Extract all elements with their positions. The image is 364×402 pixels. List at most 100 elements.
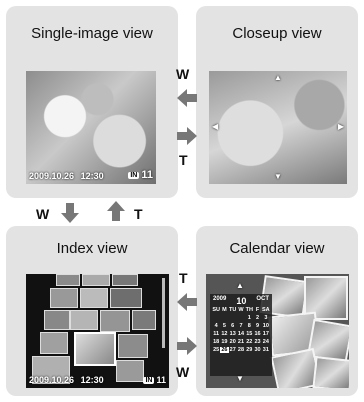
calendar-weekday: TH — [245, 307, 253, 313]
calendar-day: 3 — [264, 315, 268, 321]
calendar-day: 24 — [262, 339, 269, 345]
transition-label-t: T — [179, 270, 188, 286]
calendar-weekday: F — [255, 307, 260, 313]
thumbnail — [32, 356, 70, 384]
transition-label-t: T — [179, 152, 188, 168]
pan-right-icon: ▶ — [337, 122, 344, 131]
calendar-day: 4 — [214, 323, 218, 329]
calendar-day — [212, 315, 220, 321]
closeup-view-panel: Closeup view ▲ ▼ ◀ ▶ — [196, 6, 358, 198]
thumbnail — [44, 310, 70, 330]
calendar-header: 2009 10 OCT — [210, 294, 272, 307]
calendar-weekday: W — [238, 307, 244, 313]
pan-left-icon: ◀ — [212, 122, 219, 131]
frame-number: 11 — [141, 169, 153, 181]
next-month-icon: ▼ — [236, 374, 244, 383]
memory-badge: IN — [128, 172, 140, 179]
left-arrow-icon — [175, 86, 199, 110]
calendar-day: 10 — [262, 323, 269, 329]
scrollbar — [162, 278, 165, 348]
thumbnail — [56, 274, 80, 286]
calendar-photo — [312, 356, 349, 388]
thumbnail — [110, 288, 142, 308]
calendar-day: 26 — [220, 347, 229, 353]
osd-time: 12:30 — [80, 375, 104, 385]
transition-label-w: W — [176, 364, 190, 380]
calendar-weekday: M — [222, 307, 227, 313]
calendar-day: 15 — [246, 331, 253, 337]
thumbnail — [132, 310, 156, 330]
calendar-day — [220, 315, 228, 321]
frame-number: 11 — [156, 375, 166, 385]
closeup-screen: ▲ ▼ ◀ ▶ — [209, 71, 347, 184]
calendar-day — [229, 315, 237, 321]
calendar-day: 30 — [254, 347, 261, 353]
previous-month-icon: ▲ — [236, 281, 244, 290]
thumbnail — [116, 360, 144, 382]
down-arrow-icon — [58, 201, 82, 225]
thumbnail — [70, 310, 98, 330]
calendar-day: 2 — [256, 315, 260, 321]
calendar-day: 27 — [229, 347, 236, 353]
calendar-month: 10 — [236, 296, 247, 306]
osd-date: 2009.10.26 — [29, 171, 75, 181]
transition-label-t: T — [134, 206, 143, 222]
calendar-day: 19 — [221, 339, 228, 345]
thumbnail — [40, 332, 68, 354]
calendar-month-name: OCT — [256, 296, 269, 302]
thumbnail — [50, 288, 78, 308]
calendar-day: 16 — [254, 331, 261, 337]
osd-datetime: 2009.10.26 12:30 — [29, 171, 104, 181]
calendar-day — [237, 315, 245, 321]
calendar-day: 13 — [229, 331, 236, 337]
calendar-day: 7 — [239, 323, 243, 329]
calendar-day: 17 — [262, 331, 269, 337]
index-view-title: Index view — [56, 240, 128, 257]
osd-date: 2009.10.26 — [29, 375, 75, 385]
calendar-year: 2009 — [213, 296, 227, 302]
flower-photo — [26, 71, 156, 184]
calendar-day: 20 — [229, 339, 236, 345]
thumbnail — [112, 274, 138, 286]
calendar-day: 8 — [247, 323, 251, 329]
closeup-photo — [209, 71, 347, 184]
thumbnail — [80, 288, 108, 308]
calendar-day: 11 — [213, 331, 220, 337]
right-arrow-icon — [175, 334, 199, 358]
closeup-view-title: Closeup view — [232, 25, 322, 42]
pan-up-icon: ▲ — [274, 73, 282, 82]
osd-datetime: 2009.10.26 12:30 — [29, 375, 104, 385]
thumbnail — [118, 334, 148, 358]
right-arrow-icon — [175, 124, 199, 148]
calendar-view-title: Calendar view — [229, 240, 325, 257]
calendar-day: 9 — [256, 323, 260, 329]
calendar-weekday: SA — [262, 307, 270, 313]
up-arrow-icon — [104, 199, 128, 223]
osd-time: 12:30 — [80, 171, 104, 181]
calendar-day: 12 — [221, 331, 228, 337]
transition-label-w: W — [176, 66, 190, 82]
pan-down-icon: ▼ — [274, 172, 282, 181]
selected-thumbnail — [74, 332, 116, 366]
calendar-weekday: TU — [229, 307, 237, 313]
calendar-day: 22 — [246, 339, 253, 345]
calendar-day: 14 — [237, 331, 245, 337]
calendar-day: 29 — [246, 347, 253, 353]
calendar-weekday: SU — [212, 307, 220, 313]
calendar-day: 28 — [237, 347, 245, 353]
calendar-day: 1 — [247, 315, 251, 321]
single-image-view-title: Single-image view — [31, 25, 153, 42]
calendar-day: 23 — [254, 339, 261, 345]
transition-label-w: W — [36, 206, 50, 222]
memory-badge: IN — [143, 377, 155, 384]
calendar-day: 21 — [237, 339, 245, 345]
